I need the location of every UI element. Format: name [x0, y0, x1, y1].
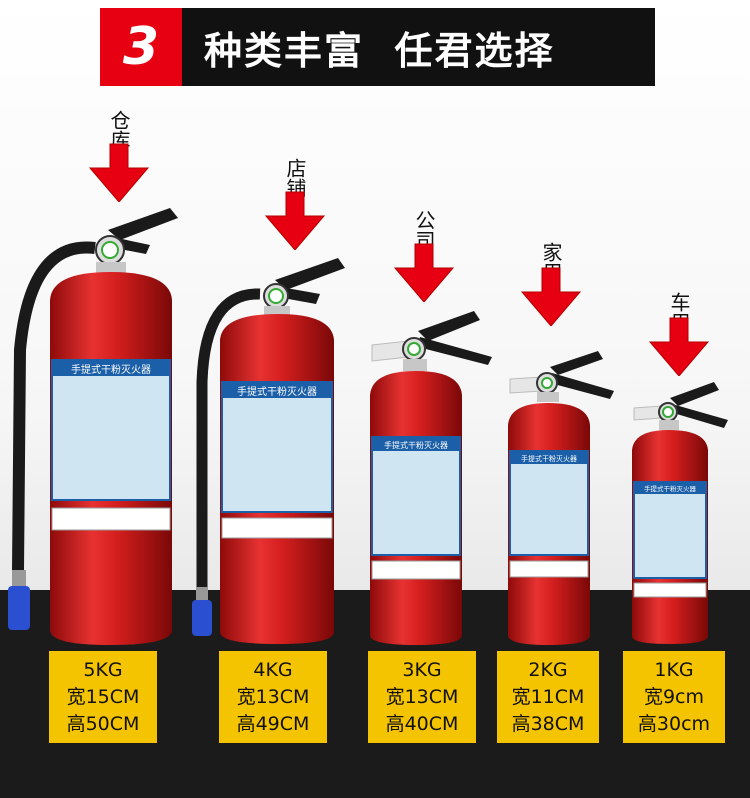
spec-width: 宽15CM [66, 685, 140, 708]
spec-box-4kg: 4KG 宽13CM 高49CM [219, 651, 327, 743]
spec-box-1kg: 1KG 宽9cm 高30cm [623, 651, 725, 743]
product-label: 手提式干粉灭火器 [644, 484, 697, 493]
spec-width: 宽11CM [511, 685, 585, 708]
spec-weight: 1KG [654, 658, 694, 681]
spec-weight: 2KG [528, 658, 568, 681]
product-label: 手提式干粉灭火器 [237, 385, 317, 398]
spec-height: 高50CM [66, 712, 140, 735]
product-label: 手提式干粉灭火器 [71, 363, 151, 376]
spec-box-3kg: 3KG 宽13CM 高40CM [368, 651, 476, 743]
extinguisher-5kg: 手提式干粉灭火器 [8, 208, 178, 645]
banner-title: 种类丰富 任君选择 [204, 28, 555, 73]
spec-width: 宽9cm [643, 685, 705, 708]
spec-height: 高49CM [236, 712, 310, 735]
extinguisher-4kg: 手提式干粉灭火器 [192, 258, 345, 644]
arrow-shop: 店铺用 [264, 158, 326, 250]
down-arrow-icon [88, 143, 150, 202]
spec-weight: 3KG [402, 658, 442, 681]
spec-weight: 4KG [253, 658, 293, 681]
spec-box-2kg: 2KG 宽11CM 高38CM [497, 651, 599, 743]
product-label: 手提式干粉灭火器 [521, 454, 577, 463]
down-arrow-icon [648, 317, 710, 376]
product-label: 手提式干粉灭火器 [384, 440, 448, 450]
spec-height: 高30cm [637, 712, 711, 735]
spec-height: 高40CM [385, 712, 459, 735]
arrow-warehouse: 仓库用 [88, 110, 150, 202]
down-arrow-icon [393, 243, 455, 302]
arrow-home: 家用 [520, 242, 582, 326]
spec-width: 宽13CM [236, 685, 310, 708]
banner-number: 3 [100, 8, 182, 86]
extinguisher-1kg: 手提式干粉灭火器 [632, 382, 728, 644]
arrow-car: 车用 [648, 292, 710, 376]
down-arrow-icon [520, 267, 582, 326]
spec-weight: 5KG [83, 658, 123, 681]
arrow-company: 公司用 [393, 210, 455, 302]
extinguisher-2kg: 手提式干粉灭火器 [508, 351, 614, 645]
down-arrow-icon [264, 191, 326, 250]
spec-width: 宽13CM [385, 685, 459, 708]
spec-box-5kg: 5KG 宽15CM 高50CM [49, 651, 157, 743]
header-banner: 3 种类丰富 任君选择 [100, 8, 655, 86]
spec-height: 高38CM [511, 712, 585, 735]
extinguisher-3kg: 手提式干粉灭火器 [370, 311, 492, 645]
